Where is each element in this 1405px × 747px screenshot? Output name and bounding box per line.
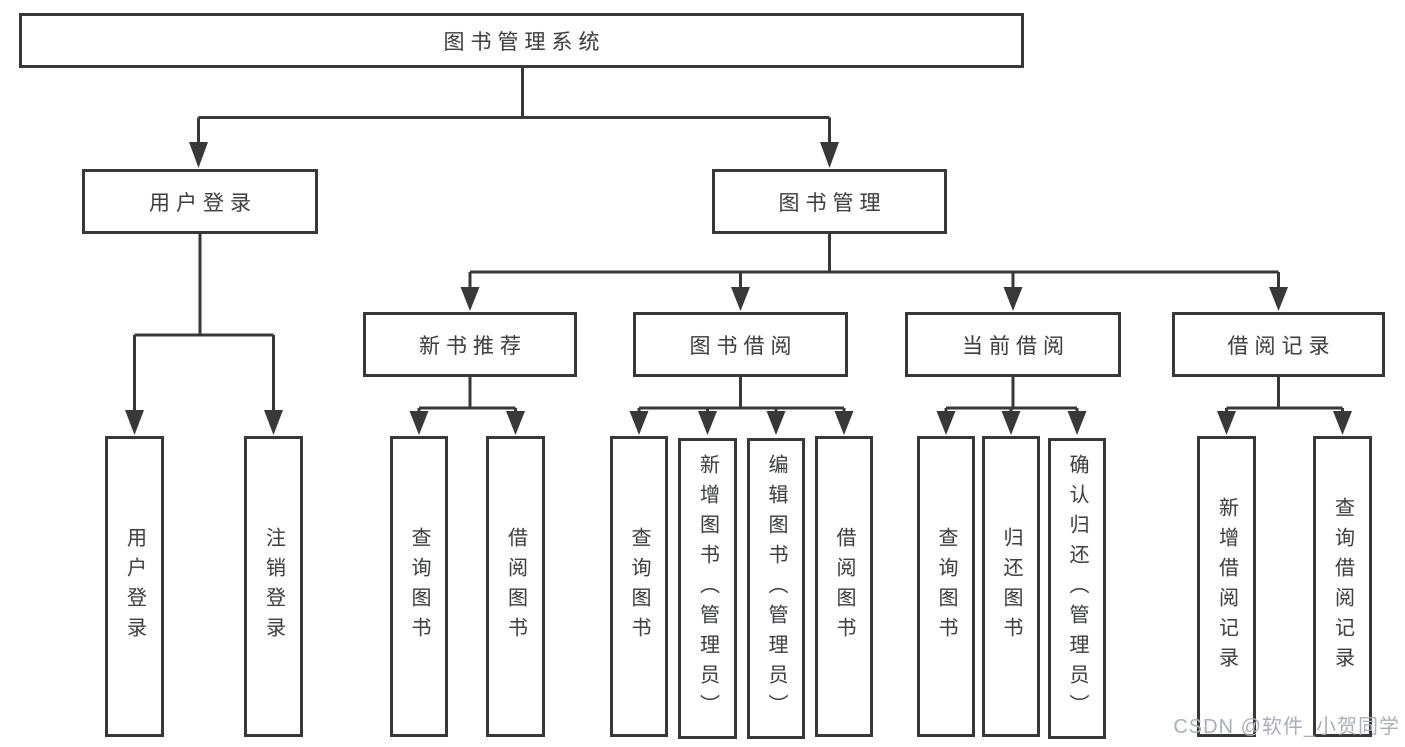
arrowhead (1333, 411, 1352, 435)
leaf-label: 查询图书 (408, 526, 430, 647)
node-book-management: 图书管理 (712, 169, 947, 234)
node-book-borrow: 图书借阅 (633, 312, 848, 377)
connector-user-login (133, 233, 275, 414)
leaf-query-books-2: 查询图书 (610, 436, 668, 737)
connector-current-borrow (944, 377, 1079, 414)
node-current-borrow: 当前借阅 (905, 312, 1121, 377)
arrowhead (1001, 411, 1021, 435)
node-new-book-recommend-label: 新书推荐 (419, 334, 527, 358)
leaf-label: 归还图书 (1000, 526, 1022, 647)
node-book-management-label: 图书管理 (778, 191, 887, 215)
arrowhead (409, 411, 429, 435)
leaf-add-books-admin: 新增图书（管理员） (678, 438, 737, 739)
leaf-query-borrow-record: 查询借阅记录 (1313, 436, 1372, 737)
node-current-borrow-label: 当前借阅 (962, 334, 1070, 358)
leaf-label: 新增图书（管理员） (696, 453, 719, 724)
node-book-borrow-label: 图书借阅 (689, 334, 798, 358)
arrowhead (189, 142, 208, 168)
node-user-login-label: 用户登录 (149, 191, 257, 215)
leaf-label: 新增借阅记录 (1215, 496, 1238, 677)
leaf-label: 编辑图书（管理员） (765, 453, 787, 724)
arrowhead (1217, 411, 1236, 435)
connector-root (197, 67, 831, 145)
node-root-label: 图书管理系统 (443, 30, 606, 54)
arrowhead (629, 411, 649, 435)
leaf-user-login: 用户登录 (105, 436, 164, 737)
arrowhead (698, 411, 717, 435)
arrowhead (264, 410, 283, 435)
leaf-label: 查询借阅记录 (1331, 496, 1354, 677)
arrowhead (1003, 287, 1023, 311)
leaf-borrow-books-1: 借阅图书 (486, 436, 545, 737)
connector-new-book (417, 377, 517, 414)
leaf-query-books-3: 查询图书 (917, 436, 975, 737)
arrowhead (1269, 287, 1288, 311)
leaf-query-books-1: 查询图书 (390, 436, 448, 737)
leaf-confirm-return-admin: 确认归还（管理员） (1048, 438, 1106, 739)
connector-borrow-records (1225, 377, 1344, 414)
leaf-add-borrow-record: 新增借阅记录 (1197, 436, 1256, 737)
arrowhead (834, 411, 854, 435)
arrowhead (766, 411, 786, 435)
leaf-label: 查询图书 (935, 526, 957, 647)
leaf-borrow-books-2: 借阅图书 (815, 436, 873, 737)
node-root: 图书管理系统 (19, 13, 1024, 68)
node-borrow-records-label: 借阅记录 (1227, 334, 1336, 358)
csdn-watermark: CSDN @软件_小贺同学 (1173, 716, 1400, 738)
leaf-logout: 注销登录 (244, 436, 303, 737)
leaf-label: 注销登录 (262, 526, 285, 647)
node-borrow-records: 借阅记录 (1172, 312, 1385, 377)
arrowhead (1067, 411, 1087, 435)
leaf-label: 借阅图书 (504, 526, 527, 647)
leaf-edit-books-admin: 编辑图书（管理员） (747, 438, 805, 739)
leaf-return-books: 归还图书 (982, 436, 1040, 737)
leaf-label: 确认归还（管理员） (1066, 453, 1088, 724)
leaf-label: 借阅图书 (833, 526, 855, 647)
arrowhead (506, 411, 525, 435)
node-user-login: 用户登录 (82, 169, 318, 234)
leaf-label: 用户登录 (123, 526, 146, 647)
arrowhead (820, 142, 839, 168)
arrowhead (936, 411, 956, 435)
leaf-label: 查询图书 (628, 526, 650, 647)
arrowhead (125, 410, 144, 435)
connector-book-borrow (637, 377, 846, 414)
arrowhead (731, 287, 750, 311)
connector-book-management (468, 233, 1280, 290)
arrowhead (460, 287, 480, 311)
node-new-book-recommend: 新书推荐 (363, 312, 577, 377)
